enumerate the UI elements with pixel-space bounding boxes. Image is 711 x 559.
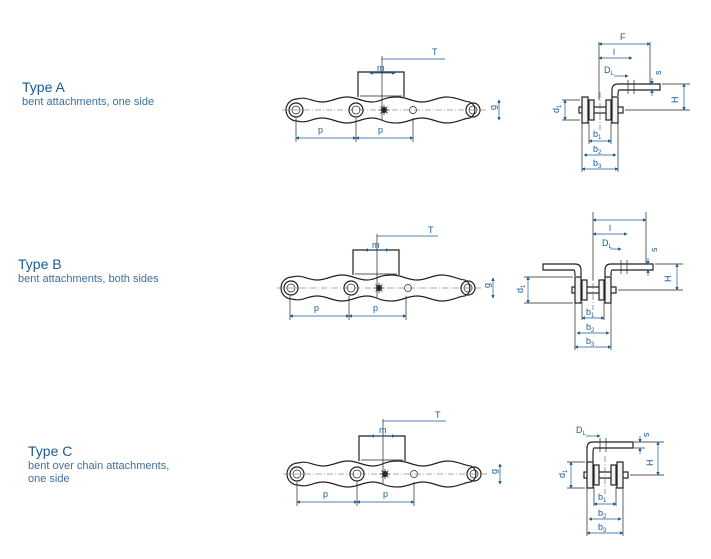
type-c-h-label: H (645, 460, 655, 467)
type-a-m-label: m (377, 63, 385, 73)
type-b-m-label: m (372, 240, 380, 250)
type-c-s-label: s (641, 432, 651, 437)
type-c-title: Type C (28, 443, 73, 459)
type-c-b3-label: b3 (598, 522, 607, 534)
type-c-g-label: g (489, 469, 499, 474)
type-c-t-label: T (435, 410, 441, 420)
type-c-p-label-2: p (383, 489, 388, 499)
type-b-b3-label: b3 (586, 336, 595, 348)
type-a-l-label: l (613, 47, 615, 57)
type-b-p-label-2: p (373, 303, 378, 313)
type-c-b1-label: b1 (598, 492, 607, 504)
type-a-p-label-1: p (318, 125, 323, 135)
type-a-d1-label: d1 (551, 104, 563, 113)
type-c-front-view: DL s H d1 b1 b2 b3 (557, 425, 664, 536)
type-a-h-label: H (670, 97, 680, 104)
type-b-l-label: l (609, 223, 611, 233)
type-b-heading: Type B bent attachments, both sides (18, 256, 159, 286)
type-b-t-label: T (428, 225, 434, 235)
type-b-dl-label: DL (602, 238, 613, 250)
type-b-h-label: H (663, 276, 673, 283)
type-c-heading: Type C bent over chain attachments, one … (28, 443, 169, 486)
type-b-side-view: T m p p g (276, 225, 495, 320)
type-a-description: bent attachments, one side (22, 96, 155, 108)
type-c-side-view: T m p p g (282, 410, 502, 506)
type-c-p-label-1: p (323, 489, 328, 499)
type-a-f-label: F (620, 32, 626, 42)
type-c-dl-label: DL (576, 425, 587, 437)
type-c-description-line-1: bent over chain attachments, (28, 460, 170, 472)
type-a-b2-label: b2 (593, 144, 602, 156)
type-b-s-label: s (649, 247, 659, 252)
type-a-p-label-2: p (378, 125, 383, 135)
type-a-front-view: DL F l s H d1 b1 b2 b3 (551, 32, 690, 172)
type-a-b1-label: b1 (593, 129, 602, 141)
type-a-g-label: g (488, 105, 498, 110)
type-a-t-label: T (432, 47, 438, 57)
type-a-s-label: s (653, 70, 663, 75)
type-b-g-label: g (482, 283, 492, 288)
type-c-m-label: m (379, 425, 387, 435)
type-a-b3-label: b3 (593, 158, 602, 170)
type-c-d1-label: d1 (557, 469, 569, 478)
type-a-title: Type A (22, 79, 65, 95)
type-b-b1-label: b1 (586, 307, 595, 319)
type-a-side-view: T m p p g (281, 47, 501, 142)
type-b-description: bent attachments, both sides (18, 273, 159, 285)
type-b-front-view: DL l s H d1 b1 b2 b3 (515, 212, 683, 350)
type-b-title: Type B (18, 256, 62, 272)
type-a-heading: Type A bent attachments, one side (22, 79, 154, 109)
type-b-p-label-1: p (314, 303, 319, 313)
type-c-description-line-2: one side (28, 473, 70, 485)
type-a-dl-label: DL (604, 65, 615, 77)
type-c-b2-label: b2 (598, 508, 607, 520)
type-b-d1-label: d1 (515, 284, 527, 293)
type-b-b2-label: b2 (586, 322, 595, 334)
